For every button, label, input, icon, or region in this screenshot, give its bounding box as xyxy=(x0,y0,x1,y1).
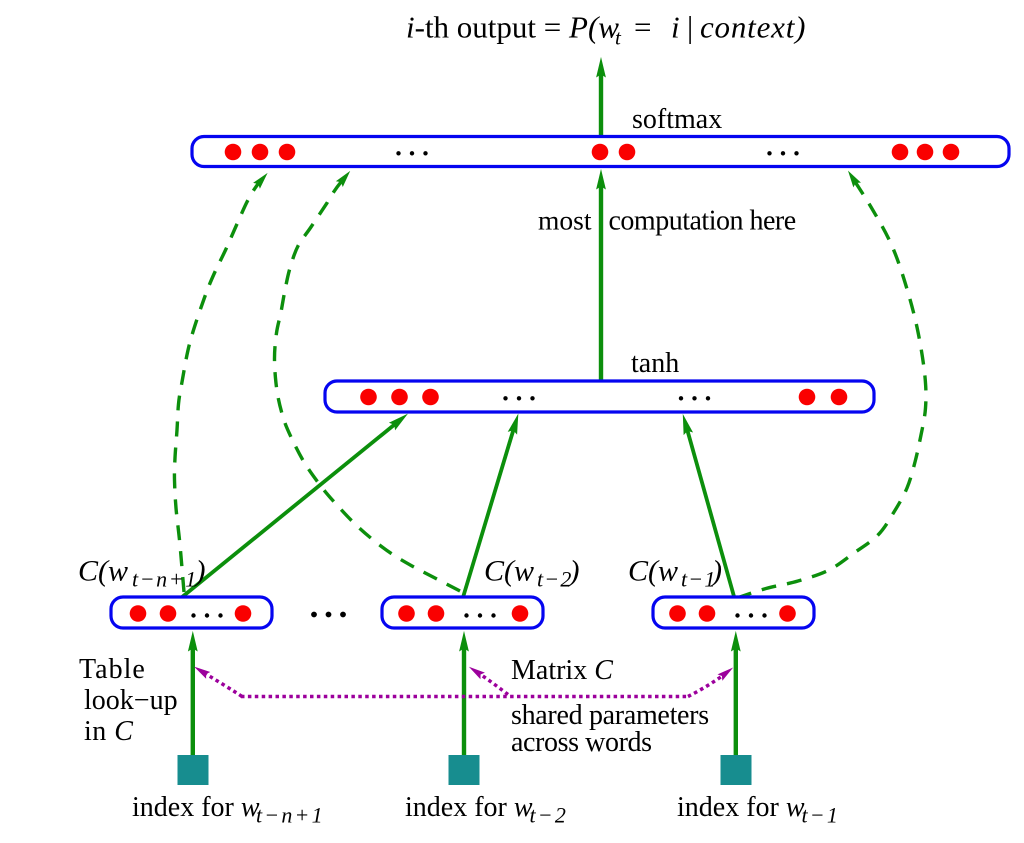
svg-text:): ) xyxy=(710,555,722,588)
svg-text:shared parameters: shared parameters xyxy=(511,700,709,731)
svg-text:across words: across words xyxy=(511,727,652,758)
svg-text:C(w: C(w xyxy=(484,555,534,588)
svg-text:Matrix C: Matrix C xyxy=(511,655,613,686)
svg-text:t−1: t−1 xyxy=(802,803,841,828)
svg-text:i-th output = P(w: i-th output = P(w xyxy=(406,10,619,45)
svg-text:i: i xyxy=(671,10,680,45)
svg-text:C(w: C(w xyxy=(628,555,678,588)
svg-text:most: most xyxy=(538,205,592,236)
svg-text:t−n+1: t−n+1 xyxy=(256,803,325,828)
svg-text:index for w: index for w xyxy=(405,792,533,823)
svg-text:softmax: softmax xyxy=(632,104,722,135)
svg-text:C(w: C(w xyxy=(78,555,128,588)
svg-text:t−2: t−2 xyxy=(530,803,569,828)
svg-text:in C: in C xyxy=(84,716,133,747)
svg-text:): ) xyxy=(194,555,206,588)
svg-text:): ) xyxy=(568,555,580,588)
svg-text:=: = xyxy=(634,10,651,45)
svg-text:t: t xyxy=(615,26,622,50)
svg-text:t−n+1: t−n+1 xyxy=(132,567,198,592)
svg-text:Table: Table xyxy=(79,654,146,685)
svg-text:tanh: tanh xyxy=(631,348,679,379)
svg-text:index for w: index for w xyxy=(677,792,805,823)
svg-text:look−up: look−up xyxy=(84,685,178,716)
svg-text:|: | xyxy=(687,10,693,45)
svg-text:computation here: computation here xyxy=(609,206,796,237)
svg-text:t−2: t−2 xyxy=(537,567,573,592)
svg-text:t−1: t−1 xyxy=(681,567,717,592)
svg-text:context): context) xyxy=(700,10,806,45)
svg-text:index for w: index for w xyxy=(132,792,260,823)
